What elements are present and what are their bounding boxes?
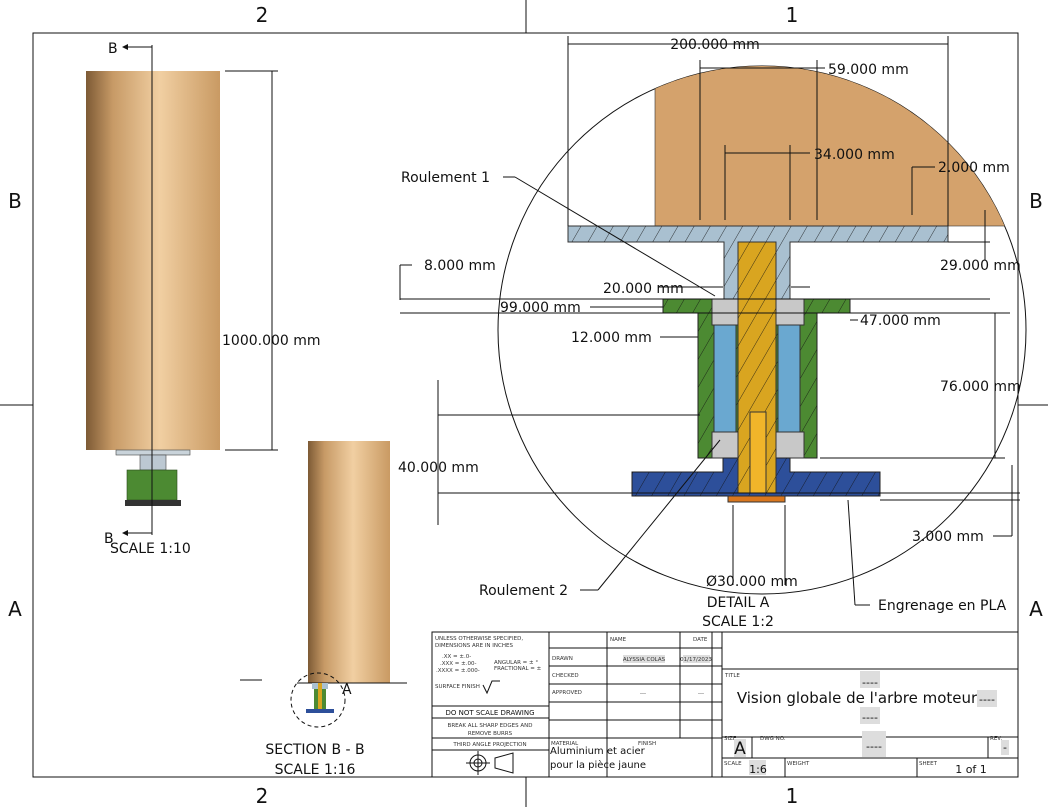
tolerance-note: ANGULAR = ± ° [494, 660, 538, 666]
title-label: TITLE [724, 673, 740, 679]
checked-label: CHECKED [552, 673, 579, 679]
dim-29: 29.000 mm [940, 258, 1021, 274]
section-marker-bottom: B [104, 531, 114, 547]
tolerance-note: FRACTIONAL = ± [494, 666, 542, 672]
date-header: DATE [693, 637, 708, 643]
zone-label: B [1029, 189, 1043, 213]
dim-2: 2.000 mm [938, 160, 1010, 176]
callout-roulement-1: Roulement 1 [401, 170, 490, 186]
tolerance-note: .XXX = ±.00- [440, 661, 477, 667]
dim-8: 8.000 mm [424, 258, 496, 274]
zone-label: 1 [786, 3, 799, 27]
dim-34: 34.000 mm [814, 147, 895, 163]
dwg-no-label: DWG NO. [760, 736, 786, 742]
zone-label: 1 [786, 784, 799, 807]
weight-label: WEIGHT [787, 761, 810, 767]
title-block [431, 631, 1019, 778]
title-placeholder: ---- [862, 676, 878, 689]
dim-99: 99.000 mm [500, 300, 581, 316]
surface-finish-icon [482, 680, 500, 695]
dim-12: 12.000 mm [571, 330, 652, 346]
dim-200: 200.000 mm [670, 37, 760, 53]
drawn-name: ALYSSIA COLAS [623, 657, 666, 663]
front-view[interactable] [86, 44, 278, 536]
drawn-label: DRAWN [552, 656, 573, 662]
zone-label: 2 [256, 784, 269, 807]
section-view[interactable] [240, 441, 407, 728]
title-suffix: ---- [979, 693, 995, 706]
dimension-length: 1000.000 mm [222, 333, 321, 349]
size-value: A [734, 739, 746, 759]
shaft [737, 241, 777, 494]
tolerance-note: UNLESS OTHERWISE SPECIFIED, [435, 636, 523, 642]
break-edges: REMOVE BURRS [468, 731, 513, 737]
zone-label: B [8, 189, 22, 213]
scale-value: 1:6 [749, 763, 767, 776]
section-marker-top: B [108, 41, 118, 57]
dim-59: 59.000 mm [828, 62, 909, 78]
motor-coupling [727, 495, 786, 503]
rev-label: REV. [990, 736, 1002, 742]
finish-label: FINISH [638, 741, 656, 747]
drawing-title: Vision globale de l'arbre moteur [737, 689, 978, 707]
break-edges: BREAK ALL SHARP EDGES AND [448, 723, 533, 729]
detail-title: DETAIL A [707, 595, 770, 611]
dim-diameter-30: Ø30.000 mm [706, 574, 798, 590]
drawn-date: 01/17/2023 [680, 657, 712, 663]
dim-3: 3.000 mm [912, 529, 984, 545]
dimension-lines [399, 36, 1020, 606]
zone-label: 2 [256, 3, 269, 27]
callout-roulement-2: Roulement 2 [479, 583, 568, 599]
dwg-no-value: ---- [866, 740, 882, 753]
section-scale: SCALE 1:16 [275, 762, 356, 778]
size-label: SIZE [724, 736, 737, 742]
dim-76: 76.000 mm [940, 379, 1021, 395]
detail-marker: A [342, 682, 352, 698]
material-value: Aluminium et acier [550, 746, 646, 757]
callout-engrenage: Engrenage en PLA [878, 598, 1007, 614]
tolerance-note: .XX = ±.0- [442, 654, 471, 660]
zone-label: A [8, 597, 22, 621]
material-label: MATERIAL [551, 741, 579, 747]
rev-value: - [1003, 741, 1007, 754]
dim-20: 20.000 mm [603, 281, 684, 297]
surface-finish-label: SURFACE FINISH [435, 684, 480, 690]
approved-name: --- [640, 691, 646, 697]
dim-47: 47.000 mm [860, 313, 941, 329]
tolerance-note: .XXXX = ±.000- [436, 668, 480, 674]
material-value: pour la pièce jaune [550, 759, 646, 771]
detail-scale: SCALE 1:2 [702, 614, 774, 630]
approved-date: --- [698, 691, 704, 697]
name-header: NAME [610, 637, 627, 643]
sheet-label: SHEET [919, 761, 938, 767]
dim-40: 40.000 mm [398, 460, 479, 476]
section-title: SECTION B - B [265, 742, 364, 758]
do-not-scale: DO NOT SCALE DRAWING [445, 709, 534, 717]
detail-circle-marker [290, 672, 346, 728]
title-placeholder: ---- [862, 711, 878, 724]
zone-label: A [1029, 597, 1043, 621]
approved-label: APPROVED [552, 690, 582, 696]
third-angle-projection-icon [466, 751, 514, 775]
tolerance-note: DIMENSIONS ARE IN INCHES [435, 643, 513, 649]
scale-label: SCALE [724, 761, 742, 767]
bearing-1 [711, 298, 805, 326]
projection-label: THIRD ANGLE PROJECTION [452, 742, 526, 748]
view-scale: SCALE 1:10 [110, 541, 191, 557]
sheet-value: 1 of 1 [955, 763, 987, 776]
